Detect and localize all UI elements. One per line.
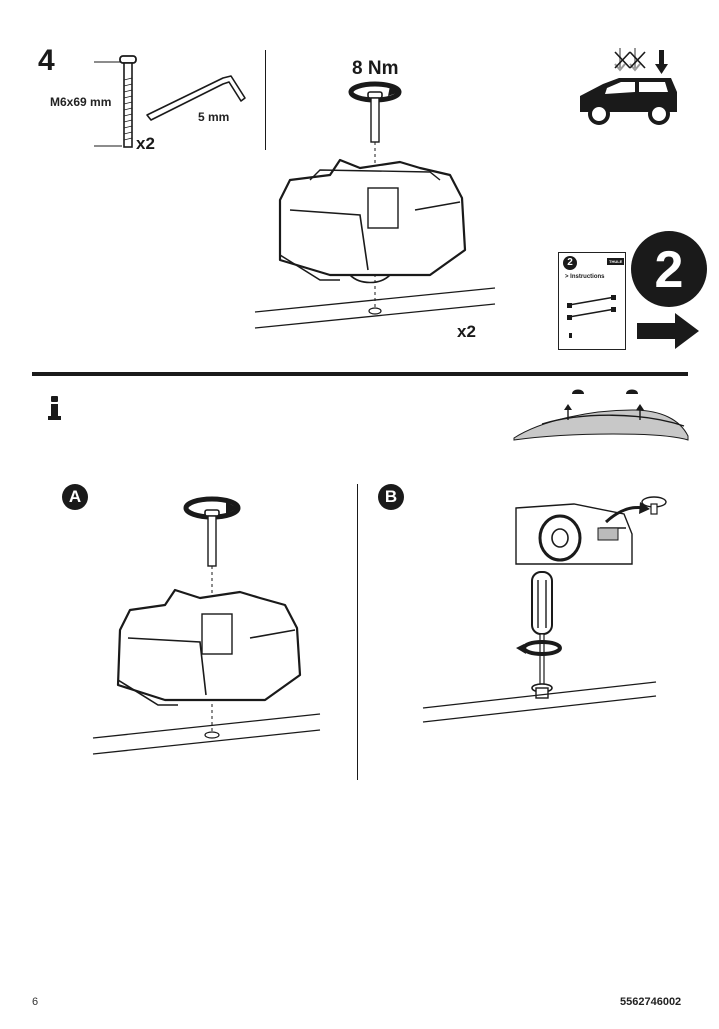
- document-code: 5562746002: [620, 996, 682, 1008]
- car-icon: [580, 48, 677, 125]
- roof-foot-icon: [254, 81, 496, 329]
- header-divider: [265, 50, 266, 150]
- variant-a-label: A: [62, 484, 88, 510]
- variant-a-foot-icon: [92, 496, 321, 755]
- booklet-icon: 2 THULE > Instructions: [558, 252, 626, 350]
- screwdriver-icon: [422, 571, 657, 723]
- variant-b-label: B: [378, 484, 404, 510]
- bolt-quantity-label: x2: [136, 134, 155, 153]
- torque-label: 8 Nm: [352, 58, 399, 79]
- roof-rail-icon: [513, 389, 689, 441]
- roof-bars-icon: [567, 295, 616, 338]
- foot-quantity-label: x2: [457, 322, 476, 341]
- next-arrow-icon: [637, 313, 699, 349]
- hex-key-icon: [146, 75, 246, 121]
- key-size-label: 5 mm: [198, 110, 230, 124]
- page-number: 6: [32, 996, 39, 1008]
- booklet-step-number: 2: [563, 256, 577, 270]
- bolt-icon: [94, 55, 137, 148]
- info-icon: [48, 396, 62, 420]
- section-divider: [32, 372, 688, 376]
- booklet-text: > Instructions: [565, 274, 605, 280]
- variant-divider: [357, 484, 358, 780]
- booklet-brand: THULE: [607, 258, 625, 265]
- next-step-number: 2: [631, 231, 707, 307]
- bolt-size-label: M6x69 mm: [50, 95, 112, 109]
- step-number: 4: [38, 44, 55, 77]
- dashboard-icon: [515, 496, 667, 565]
